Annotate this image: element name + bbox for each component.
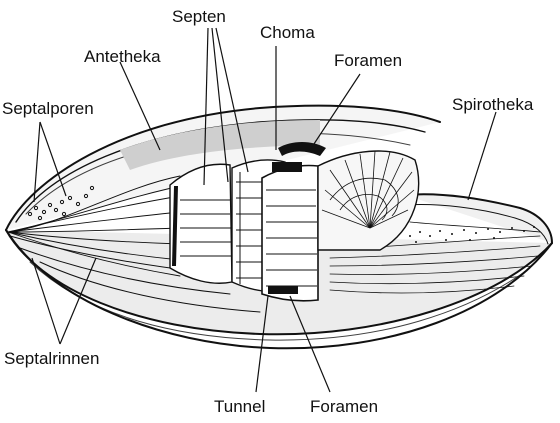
label-antetheka: Antetheka (84, 47, 161, 66)
septalporen-dots (27, 185, 95, 221)
septal-lines-left (7, 175, 191, 277)
outer-hull-rim (5, 229, 553, 350)
chamber-sections (169, 142, 420, 302)
spiral-fan-rays (321, 150, 415, 229)
spiral-fan (317, 150, 420, 251)
spirotheka-lines (329, 221, 541, 294)
label-septalporen: Septalporen (2, 99, 94, 118)
label-choma: Choma (260, 23, 315, 42)
spirotheka-stipple (409, 226, 535, 243)
label-spirotheka: Spirotheka (452, 95, 534, 114)
septum-section-1 (169, 163, 233, 284)
leader-lines (31, 27, 497, 393)
label-septalrinnen: Septalrinnen (4, 349, 99, 368)
label-septen: Septen (172, 7, 226, 26)
label-foramen-bottom: Foramen (310, 397, 378, 416)
label-foramen-top: Foramen (334, 51, 402, 70)
label-tunnel: Tunnel (214, 397, 265, 416)
antetheka-band (120, 120, 320, 170)
septum-section-3 (261, 164, 319, 302)
choma-band (278, 142, 326, 156)
spirotheka-wall (404, 193, 553, 244)
labels: Septen Choma Antetheka Foramen Septalpor… (2, 7, 534, 416)
